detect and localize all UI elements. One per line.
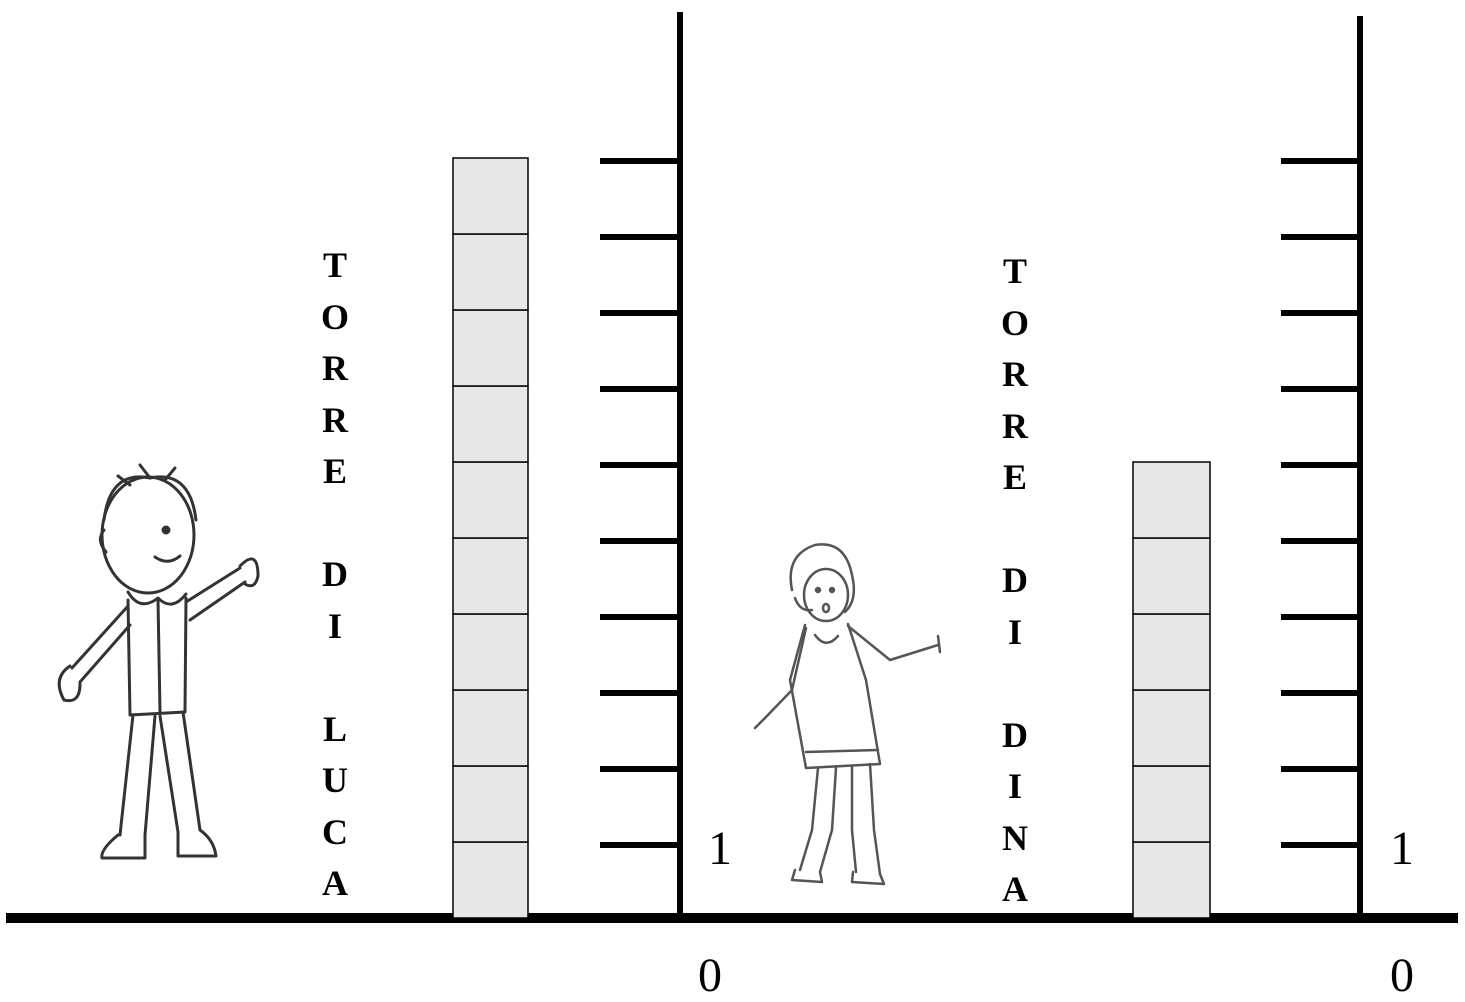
right-axis-zero: 0 <box>1390 949 1414 1002</box>
label-letter: R <box>1002 354 1028 394</box>
label-letter: D <box>1002 714 1028 755</box>
left-axis-zero: 0 <box>698 949 722 1002</box>
label-letter <box>305 652 365 704</box>
right-scale-ticks <box>1281 158 1358 848</box>
label-letter: D <box>1002 560 1028 600</box>
boy-figure <box>57 463 260 860</box>
tower-block <box>452 461 529 539</box>
tower-block <box>1132 765 1211 843</box>
left-axis-one: 1 <box>708 822 732 875</box>
tower-block <box>452 157 529 235</box>
girl-figure <box>753 543 942 886</box>
label-letter <box>985 504 1045 556</box>
label-letter: E <box>322 451 347 491</box>
right-tower <box>1132 461 1211 919</box>
label-letter: U <box>322 760 348 800</box>
tower-block <box>452 765 529 843</box>
left-tower <box>452 157 529 919</box>
label-letter: D <box>322 554 348 594</box>
tower-block <box>452 385 529 463</box>
tower-block <box>452 841 529 919</box>
label-letter: T <box>322 245 347 285</box>
label-letter: R <box>322 348 348 388</box>
label-letter: R <box>322 399 348 440</box>
tower-block <box>1132 537 1211 615</box>
label-letter: N <box>1002 817 1028 858</box>
label-letter: O <box>320 296 349 337</box>
label-letter: T <box>1002 251 1027 291</box>
tower-block <box>452 233 529 311</box>
tower-block <box>1132 689 1211 767</box>
label-letter: R <box>1002 405 1028 446</box>
tower-block <box>1132 841 1211 919</box>
label-letter: I <box>1007 766 1022 806</box>
label-letter: C <box>322 811 348 852</box>
label-letter: O <box>1000 302 1029 343</box>
right-axis-one: 1 <box>1390 822 1414 875</box>
left-scale-ticks <box>600 158 678 848</box>
label-letter: I <box>1007 611 1022 652</box>
tower-block <box>1132 613 1211 691</box>
label-letter: A <box>1002 869 1028 909</box>
tower-block <box>452 309 529 387</box>
tower-block <box>1132 461 1211 539</box>
label-letter: E <box>1002 457 1027 497</box>
tower-block <box>452 613 529 691</box>
label-letter <box>985 658 1045 710</box>
label-letter: A <box>322 863 348 903</box>
label-letter <box>305 498 365 550</box>
tower-block <box>452 689 529 767</box>
label-letter: L <box>322 708 347 749</box>
label-letter: I <box>327 605 342 646</box>
tower-block <box>452 537 529 615</box>
